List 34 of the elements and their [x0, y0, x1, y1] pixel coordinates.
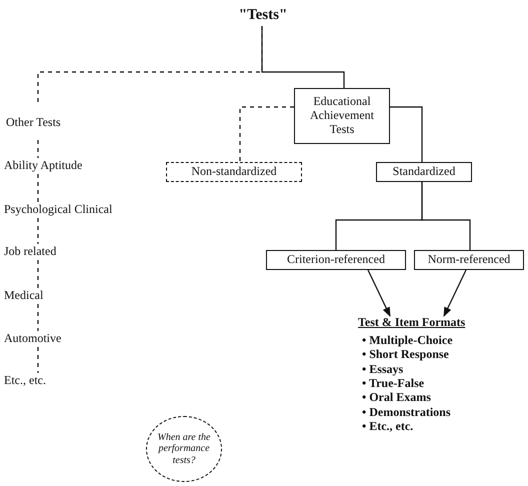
category-box: Educational Achievement Tests	[294, 88, 390, 144]
list-heading: Test & Item Formats	[358, 316, 466, 330]
question-circle: When are the performance tests?	[146, 416, 222, 482]
connector-line	[37, 260, 39, 288]
connector-line	[390, 106, 423, 162]
list-item: • Essays	[362, 362, 404, 376]
connector-line	[421, 182, 471, 250]
list-item: • Short Response	[362, 347, 450, 362]
connector-line	[37, 140, 39, 158]
list-item: • Oral Exams	[362, 390, 432, 405]
list-item: • Multiple-Choice	[362, 332, 453, 348]
connector-line	[37, 218, 39, 244]
category-box: Non-standardized	[166, 162, 302, 182]
list-item: • Etc., etc.	[362, 419, 414, 434]
category-box: Standardized	[376, 162, 472, 182]
connector-line	[239, 106, 294, 162]
category-text: Job related	[4, 244, 104, 260]
list-item: • True-False	[362, 376, 426, 390]
category-text: Etc., etc.	[4, 373, 104, 389]
category-text: Psychological Clinical	[4, 202, 154, 218]
category-text: Medical	[4, 288, 104, 304]
category-box: Norm-referenced	[414, 250, 524, 270]
connector-line	[37, 304, 39, 331]
list-item: • Demonstrations	[362, 404, 452, 420]
connector-line	[261, 26, 345, 88]
category-box: Criterion-referenced	[266, 250, 406, 270]
category-text: Ability Aptitude	[4, 158, 124, 174]
category-text: Automotive	[4, 331, 104, 347]
arrow	[443, 270, 467, 317]
arrow	[367, 270, 391, 317]
connector-line	[37, 347, 39, 373]
category-text: Other Tests	[6, 106, 70, 140]
heading-text: "Tests"	[228, 6, 298, 26]
connector-line	[37, 174, 39, 202]
